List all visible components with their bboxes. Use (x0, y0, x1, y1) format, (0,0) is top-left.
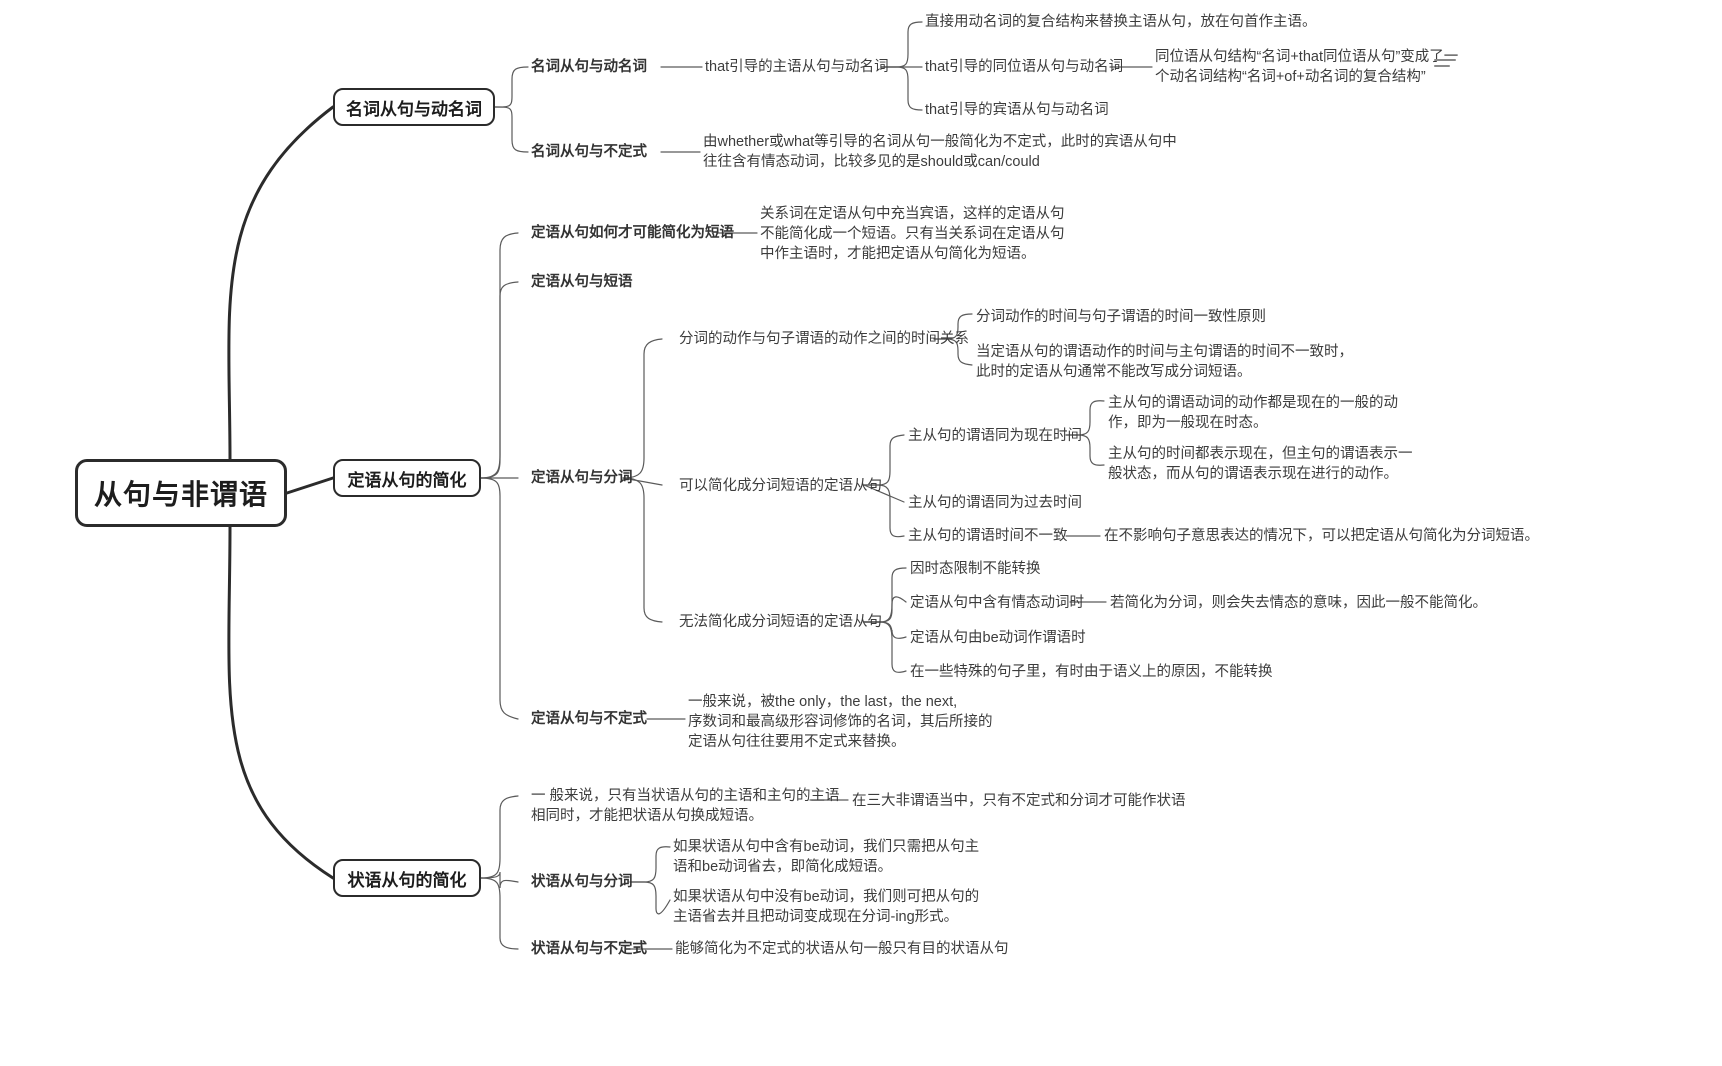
node-adverbial-participle-detail-2[interactable]: 如果状语从句中没有be动词，我们则可把从句的 主语省去并且把动词变成现在分词-i… (673, 889, 980, 925)
node-adverbial-general-detail[interactable]: 在三大非谓语当中，只有不定式和分词才可能作状语 (852, 793, 1186, 809)
node-both-present-detail-2[interactable]: 主从句的时间都表示现在，但主句的谓语表示一 般状态，而从句的谓语表示现在进行的动… (1108, 446, 1413, 482)
node-participle-time-relation[interactable]: 分词的动作与句子谓语的动作之间的时间关系 (679, 331, 969, 347)
node-direct-gerund-compound[interactable]: 直接用动名词的复合结构来替换主语从句，放在句首作主语。 (925, 14, 1317, 30)
branch-label: 定语从句的简化 (347, 470, 467, 490)
node-modal-verb-detail[interactable]: 若简化为分词，则会失去情态的意味，因此一般不能简化。 (1110, 595, 1487, 611)
menu-line-1 (1434, 59, 1456, 61)
node-adverbial-and-infinitive[interactable]: 状语从句与不定式 (531, 941, 647, 957)
node-attributive-and-phrase[interactable]: 定语从句与短语 (531, 274, 633, 290)
node-both-present-time[interactable]: 主从句的谓语同为现在时间 (908, 428, 1082, 444)
node-noun-infinitive-detail[interactable]: 由whether或what等引导的名词从句一般简化为不定式，此时的宾语从句中 往… (703, 134, 1177, 170)
node-how-to-simplify-detail[interactable]: 关系词在定语从句中充当宾语，这样的定语从句 不能简化成一个短语。只有当关系词在定… (760, 206, 1065, 262)
node-that-object-clause-gerund[interactable]: that引导的宾语从句与动名词 (925, 102, 1109, 118)
node-that-appositive-clause-gerund[interactable]: that引导的同位语从句与动名词 (925, 59, 1124, 75)
branch-label: 名词从句与动名词 (346, 99, 482, 119)
node-adverbial-participle-detail-1[interactable]: 如果状语从句中含有be动词，我们只需把从句主 语和be动词省去，即简化成短语。 (673, 839, 980, 875)
branch-node-noun-clause[interactable]: 名词从句与动名词 (333, 88, 495, 126)
node-attributive-and-participle[interactable]: 定语从句与分词 (531, 470, 633, 486)
node-adverbial-and-participle[interactable]: 状语从句与分词 (531, 874, 633, 890)
node-attributive-and-infinitive[interactable]: 定语从句与不定式 (531, 711, 647, 727)
node-noun-clause-infinitive[interactable]: 名词从句与不定式 (531, 144, 647, 160)
node-both-past-time[interactable]: 主从句的谓语同为过去时间 (908, 495, 1082, 511)
node-contains-modal-verb[interactable]: 定语从句中含有情态动词时 (910, 595, 1084, 611)
node-can-simplify-to-participle[interactable]: 可以简化成分词短语的定语从句 (679, 478, 882, 494)
node-adverbial-general-rule[interactable]: 一 般来说，只有当状语从句的主语和主句的主语 相同时，才能把状语从句换成短语。 (531, 788, 840, 824)
menu-line-2 (1434, 65, 1450, 67)
node-be-verb-predicate[interactable]: 定语从句由be动词作谓语时 (910, 630, 1086, 646)
root-label: 从句与非谓语 (93, 479, 268, 510)
node-time-inconsistent-detail[interactable]: 当定语从句的谓语动作的时间与主句谓语的时间不一致时， 此时的定语从句通常不能改写… (976, 344, 1353, 380)
node-attributive-infinitive-detail[interactable]: 一般来说，被the only，the last，the next, 序数词和最高… (688, 694, 993, 750)
node-time-differ-detail[interactable]: 在不影响句子意思表达的情况下，可以把定语从句简化为分词短语。 (1104, 528, 1539, 544)
node-appositive-structure-detail[interactable]: 同位语从句结构“名词+that同位语从句”变成了一 个动名词结构“名词+of+动… (1155, 49, 1459, 85)
node-adverbial-infinitive-detail[interactable]: 能够简化为不定式的状语从句一般只有目的状语从句 (675, 941, 1009, 957)
root-node[interactable]: 从句与非谓语 (75, 459, 287, 527)
node-that-subject-clause-gerund[interactable]: that引导的主语从句与动名词 (705, 59, 889, 75)
branch-node-attributive-clause[interactable]: 定语从句的简化 (333, 459, 481, 497)
node-tense-limit[interactable]: 因时态限制不能转换 (910, 561, 1041, 577)
hamburger-menu-icon[interactable] (1434, 57, 1456, 71)
node-noun-clause-gerund[interactable]: 名词从句与动名词 (531, 59, 647, 75)
node-both-present-detail-1[interactable]: 主从句的谓语动词的动作都是现在的一般的动 作，即为一般现在时态。 (1108, 395, 1398, 431)
branch-node-adverbial-clause[interactable]: 状语从句的简化 (333, 859, 481, 897)
node-time-consistency-principle[interactable]: 分词动作的时间与句子谓语的时间一致性原则 (976, 309, 1266, 325)
node-cannot-simplify-to-participle[interactable]: 无法简化成分词短语的定语从句 (679, 614, 882, 630)
node-special-sentence-cases[interactable]: 在一些特殊的句子里，有时由于语义上的原因，不能转换 (910, 664, 1273, 680)
branch-label: 状语从句的简化 (347, 870, 467, 890)
node-time-differ[interactable]: 主从句的谓语时间不一致 (908, 528, 1068, 544)
node-how-to-simplify-attributive[interactable]: 定语从句如何才可能简化为短语 (531, 225, 734, 241)
